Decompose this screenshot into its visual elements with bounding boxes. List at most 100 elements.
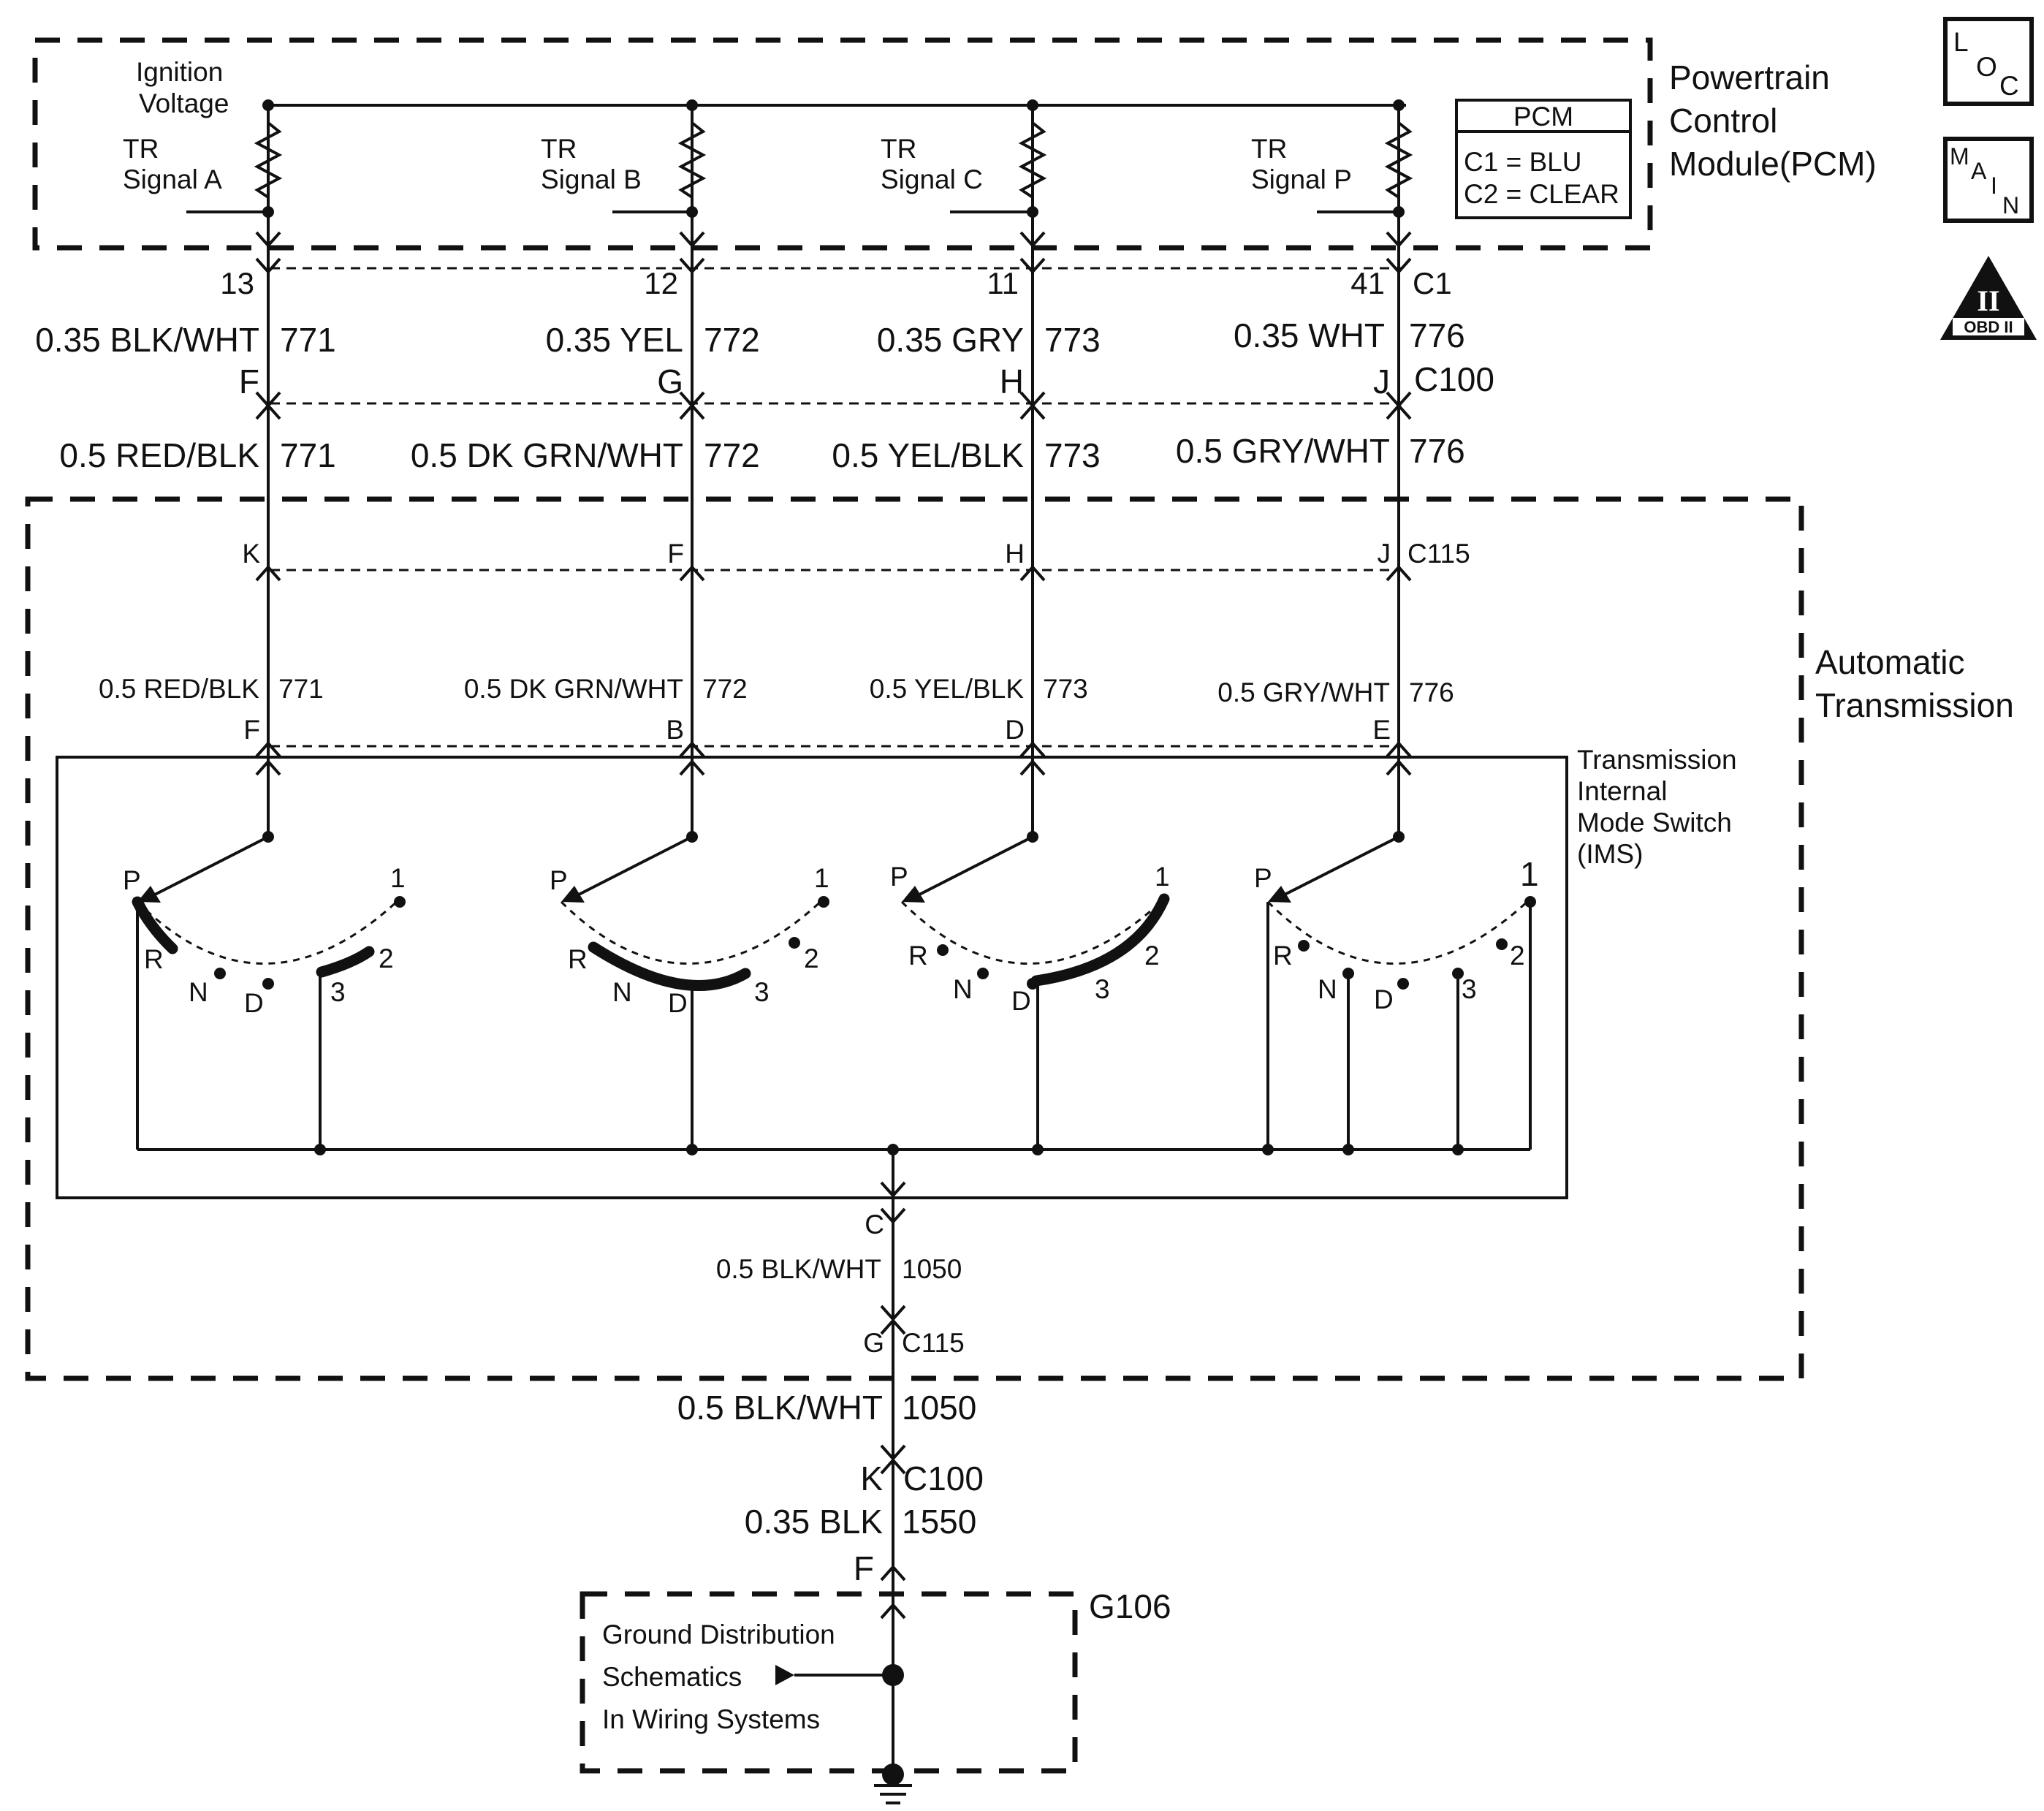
tr-signal-c-label-2: Signal C (881, 164, 983, 194)
svg-text:OBD II: OBD II (1964, 318, 2013, 336)
transmission-title-line-1: Automatic (1815, 643, 1965, 681)
switch-b-pos-3: 3 (754, 977, 770, 1007)
c115-pin-g: G (863, 1328, 884, 1358)
wire-771-lower-number: 771 (278, 674, 324, 704)
switch-c-pos-r: R (908, 941, 928, 971)
wire-771-lower-color: 0.5 RED/BLK (99, 674, 259, 704)
wire-771-mid-color: 0.5 RED/BLK (59, 436, 259, 474)
c115-pin-f: F (667, 539, 684, 569)
wire-1050-inner-color: 0.5 BLK/WHT (716, 1254, 881, 1284)
ims-pin-d: D (1005, 715, 1025, 745)
switch-c-pos-3: 3 (1095, 974, 1110, 1004)
pull-up-resistor (1384, 121, 1413, 199)
ground-splice (882, 1664, 904, 1686)
c115-ground-connector: C115 (902, 1328, 965, 1358)
c100-pin-g: G (657, 362, 683, 400)
c115-connector-label: C115 (1407, 539, 1470, 569)
c100-ground-connector: C100 (903, 1459, 984, 1497)
circuit-tr-signal-b: TR Signal B 12 0.35 YEL 772 G 0.5 DK GRN… (411, 99, 829, 1150)
ground-reference-arrow (775, 1665, 794, 1685)
wire-773-lower-color: 0.5 YEL/BLK (870, 674, 1025, 704)
g106-boundary (580, 1591, 1078, 1774)
switch-p-pos-r: R (1273, 941, 1293, 971)
svg-text:N: N (2002, 192, 2019, 219)
wire-773-mid-number: 773 (1044, 436, 1101, 474)
wire-772-mid-color: 0.5 DK GRN/WHT (411, 436, 683, 474)
tr-signal-a-label-1: TR (123, 134, 159, 164)
pull-up-resistor (254, 121, 283, 199)
pcm-title-line-2: Control (1669, 102, 1777, 140)
wire-771-upper-number: 771 (280, 321, 336, 359)
wire-1550-color: 0.35 BLK (745, 1503, 884, 1541)
tr-signal-c-label-1: TR (881, 134, 916, 164)
main-icon: M A I N (1943, 137, 2034, 223)
ims-pin-b: B (666, 715, 684, 745)
ground-note-line-2: Schematics (602, 1662, 742, 1692)
wire-1050-outer-number: 1050 (902, 1389, 976, 1427)
wire-776-lower-number: 776 (1409, 677, 1454, 707)
wire-1050-outer-color: 0.5 BLK/WHT (677, 1389, 883, 1427)
ground-note-line-3: In Wiring Systems (602, 1704, 820, 1734)
switch-p-pos-2: 2 (1510, 941, 1525, 971)
wire-776-mid-color: 0.5 GRY/WHT (1176, 432, 1390, 470)
pcm-connector-legend (1455, 99, 1632, 219)
wire-772-upper-color: 0.35 YEL (546, 321, 683, 359)
pcm-title-line-3: Module(PCM) (1669, 145, 1877, 183)
loc-icon: L O C (1943, 17, 2034, 106)
ims-boundary (56, 756, 1568, 1199)
switch-b-pos-r: R (568, 944, 588, 974)
switch-b-pos-p: P (550, 865, 568, 895)
wire-773-upper-number: 773 (1044, 321, 1101, 359)
switch-p-pos-p: P (1254, 863, 1272, 893)
c100-pin-h: H (1000, 362, 1024, 400)
switch-p-pos-3: 3 (1462, 974, 1477, 1004)
ims-pin-e: E (1372, 715, 1391, 745)
switch-a-pos-p: P (123, 865, 141, 895)
circuit-tr-signal-a: TR Signal A 13 0.35 BLK/WHT 771 F 0.5 RE… (35, 99, 406, 1150)
switch-p-pos-n: N (1318, 974, 1337, 1004)
switch-a-pos-d: D (244, 988, 264, 1018)
wire-771-mid-number: 771 (280, 436, 336, 474)
ignition-label-line-2: Voltage (139, 88, 229, 118)
wire-772-lower-number: 772 (702, 674, 748, 704)
switch-a-pos-n: N (189, 977, 208, 1007)
wire-1050-inner-number: 1050 (902, 1254, 962, 1284)
switch-p-pos-1: 1 (1520, 855, 1539, 893)
ims-pin-f: F (243, 715, 260, 745)
switch-c-pos-p: P (890, 862, 908, 892)
switch-b-pos-n: N (612, 977, 632, 1007)
obd-ii-icon: II OBD II (1940, 256, 2037, 340)
pcm-legend-c1: C1 = BLU (1464, 147, 1581, 177)
pcm-boundary (32, 37, 1653, 251)
switch-b-pos-2: 2 (804, 944, 819, 973)
pcm-connector-c1: C1 (1413, 266, 1452, 300)
svg-text:A: A (1971, 158, 1987, 184)
switch-c-pos-n: N (953, 974, 973, 1004)
transmission-boundary (25, 496, 1804, 1381)
c100-connector-label: C100 (1414, 360, 1494, 398)
pull-up-resistor (677, 121, 707, 199)
svg-text:C: C (1999, 71, 2019, 101)
wire-773-upper-color: 0.35 GRY (877, 321, 1024, 359)
switch-a-pos-2: 2 (379, 944, 394, 973)
wire-771-upper-color: 0.35 BLK/WHT (35, 321, 259, 359)
c100-pin-f: F (239, 362, 259, 400)
switch-a-pos-3: 3 (330, 977, 346, 1007)
svg-text:L: L (1953, 27, 1969, 57)
tr-signal-b-label-1: TR (541, 134, 577, 164)
wire-773-mid-color: 0.5 YEL/BLK (832, 436, 1024, 474)
pcm-pin-12: 12 (644, 266, 678, 300)
ims-title-line-3: Mode Switch (1577, 808, 1732, 838)
transmission-title-line-2: Transmission (1815, 686, 2014, 724)
switch-c-pos-2: 2 (1144, 941, 1160, 971)
switch-c-pos-d: D (1011, 986, 1031, 1016)
switch-b-pos-1: 1 (814, 863, 829, 893)
wire-776-mid-number: 776 (1409, 432, 1465, 470)
wire-776-upper-number: 776 (1409, 316, 1465, 354)
svg-text:I: I (1991, 172, 1997, 199)
c115-pin-h: H (1005, 539, 1025, 569)
circuit-tr-signal-c: TR Signal C 11 0.35 GRY 773 H 0.5 YEL/BL… (832, 99, 1170, 1150)
switch-a-pos-1: 1 (390, 863, 406, 893)
pcm-pin-13: 13 (220, 266, 254, 300)
ignition-label-line-1: Ignition (136, 57, 223, 87)
